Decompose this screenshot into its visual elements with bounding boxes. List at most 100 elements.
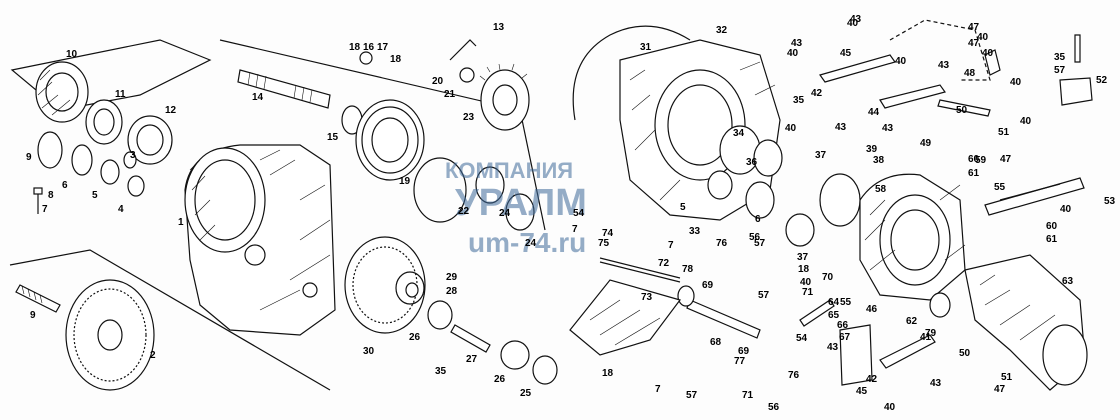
spring-48 — [984, 49, 1001, 76]
gear-30 — [344, 236, 426, 334]
part-label-55-2: 55 — [840, 297, 852, 308]
part-label-60-2: 60 — [1046, 221, 1058, 232]
part-label-57-4: 57 — [686, 390, 698, 401]
part-label-8: 8 — [48, 190, 54, 201]
part-label-56: 56 — [749, 232, 761, 243]
part-label-54: 54 — [573, 208, 585, 219]
bracket-52 — [1059, 77, 1093, 106]
part-label-60: 60 — [968, 154, 980, 165]
part-label-43: 43 — [850, 14, 862, 25]
part-label-37: 37 — [815, 150, 827, 161]
part-label-40-5: 40 — [977, 32, 989, 43]
part-label-4: 4 — [118, 204, 124, 215]
part-label-45: 45 — [840, 48, 852, 59]
part-label-57-3: 57 — [758, 290, 770, 301]
part-label-71-2: 71 — [742, 390, 754, 401]
part-label-57-2: 57 — [754, 238, 766, 249]
housing-58-right — [859, 173, 966, 301]
bracket-45 — [839, 324, 873, 386]
part-label-18-3: 18 — [602, 368, 614, 379]
part-label-43-7: 43 — [930, 378, 942, 389]
part-label-42: 42 — [811, 88, 823, 99]
part-label-21: 21 — [444, 89, 456, 100]
part-label-58: 58 — [875, 184, 887, 195]
lever-43 — [819, 54, 896, 83]
part-label-30: 30 — [363, 346, 375, 357]
part-label-40-6: 40 — [982, 48, 994, 59]
part-label-46: 46 — [866, 304, 878, 315]
part-label-56-2: 56 — [768, 402, 780, 413]
washer-5 — [100, 159, 120, 185]
bearing-34 — [707, 170, 733, 200]
part-label-79: 79 — [925, 328, 937, 339]
gear-58 — [819, 173, 861, 227]
rod-50 — [937, 99, 991, 117]
disc-39 — [785, 213, 815, 247]
part-label-38: 38 — [873, 155, 885, 166]
part-label-40-10: 40 — [1060, 204, 1072, 215]
part-label-76-2: 76 — [788, 370, 800, 381]
part-label-26: 26 — [409, 332, 421, 343]
gear-23 — [479, 63, 530, 131]
part-label-3: 3 — [130, 150, 136, 161]
part-label-10: 10 — [66, 49, 78, 60]
part-label-48: 48 — [964, 68, 976, 79]
spout-63 — [964, 254, 1088, 391]
lever-41 — [879, 334, 936, 369]
part-label-67: 67 — [839, 332, 851, 343]
part-label-31: 31 — [640, 42, 652, 53]
part-label-40: 40 — [847, 18, 859, 29]
part-label-15: 15 — [327, 132, 339, 143]
part-label-7-4: 7 — [655, 384, 661, 395]
part-label-40-9: 40 — [1020, 116, 1032, 127]
shaft-27 — [450, 324, 491, 353]
bearing-12 — [127, 115, 173, 165]
part-label-23: 23 — [463, 112, 475, 123]
part-label-25: 25 — [520, 388, 532, 399]
housing-32 — [619, 39, 781, 221]
part-label-43-4: 43 — [882, 123, 894, 134]
part-label-6: 6 — [62, 180, 68, 191]
part-label-18: 18 — [349, 42, 361, 53]
washer-6b — [745, 181, 775, 219]
bolt-head-16 — [359, 51, 373, 65]
guide-line-bottom-left — [9, 249, 331, 391]
part-label-40-2: 40 — [787, 48, 799, 59]
bolt-7-8 — [33, 187, 43, 214]
bearing-36 — [753, 139, 783, 177]
shaft-72 — [599, 257, 681, 279]
pinion-shaft-9 — [15, 284, 61, 313]
part-label-74: 74 — [602, 228, 614, 239]
part-label-41: 41 — [920, 332, 932, 343]
guide-dashed-box — [889, 19, 991, 81]
part-label-36: 36 — [746, 157, 758, 168]
part-label-68: 68 — [710, 337, 722, 348]
shaft-68 — [686, 299, 761, 339]
part-label-45-2: 45 — [856, 386, 868, 397]
part-label-66: 66 — [837, 320, 849, 331]
part-label-40-4: 40 — [895, 56, 907, 67]
part-label-5: 5 — [92, 190, 98, 201]
part-label-52: 52 — [1096, 75, 1108, 86]
bearing-26b — [500, 340, 530, 370]
part-label-49: 49 — [920, 138, 932, 149]
part-label-29: 29 — [446, 272, 458, 283]
part-label-43-2: 43 — [791, 38, 803, 49]
part-label-22: 22 — [458, 206, 470, 217]
part-label-47-4: 47 — [994, 384, 1006, 395]
bearing-11 — [85, 99, 123, 145]
part-label-63: 63 — [1062, 276, 1074, 287]
watermark: КОМПАНИЯ УРАЛМ um-74.ru — [445, 158, 587, 258]
part-label-53: 53 — [1104, 196, 1116, 207]
watermark-line3: um-74.ru — [468, 227, 586, 258]
spline-shaft-14 — [237, 69, 331, 109]
bracket-20 — [449, 39, 477, 61]
part-label-55: 55 — [994, 182, 1006, 193]
part-label-35: 35 — [793, 95, 805, 106]
part-label-27: 27 — [466, 354, 478, 365]
part-label-40-11: 40 — [884, 402, 896, 413]
pin-54 — [799, 299, 835, 327]
part-label-34: 34 — [733, 128, 745, 139]
